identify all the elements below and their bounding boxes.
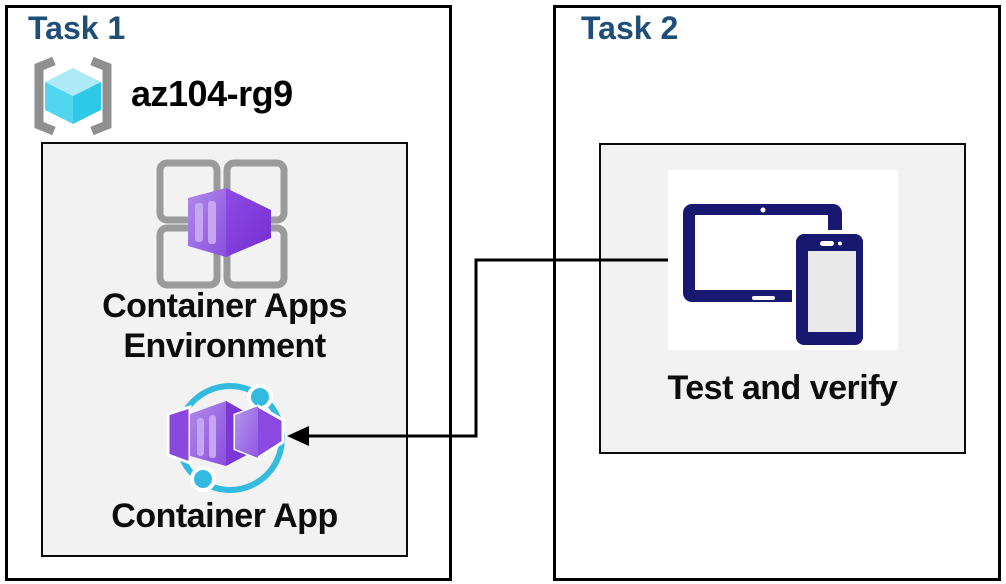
azure-resource-group-icon: [28, 56, 118, 136]
container-app-icon: [166, 380, 290, 494]
resource-group-name: az104-rg9: [131, 73, 293, 114]
task1-title: Task 1: [28, 10, 126, 46]
test-and-verify-label: Test and verify: [667, 369, 898, 407]
container-apps-environment-icon: [154, 158, 290, 290]
task2-title: Task 2: [581, 10, 679, 46]
tablet-and-phone-icon: [668, 170, 898, 350]
environment-label: Container Apps Environment: [102, 287, 347, 365]
container-app-label: Container App: [111, 497, 338, 535]
